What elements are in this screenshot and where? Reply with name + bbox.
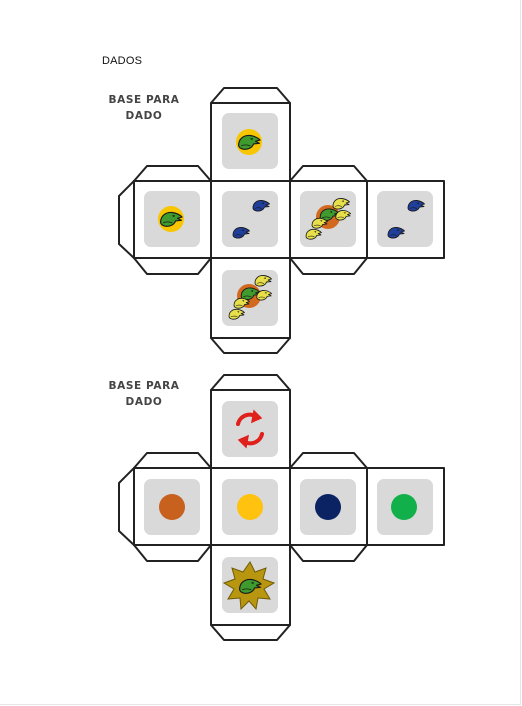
die-2-left-bottom-flap — [133, 544, 212, 562]
die-1-left-side-flap — [118, 180, 135, 259]
bird-on-yellow-disc-icon — [158, 206, 184, 232]
die-1-right-top-flap — [289, 165, 368, 182]
die-1-center-tile — [222, 191, 278, 247]
die-2-label-line-2: DADO — [125, 396, 163, 408]
bird-on-yellow-disc-icon — [236, 129, 262, 155]
die-2-top-tile — [222, 401, 278, 457]
die-2-bottom-flap — [210, 624, 291, 641]
die-1-base-label: BASE PARA DADO — [104, 92, 184, 124]
die-1-bottom-flap — [210, 337, 291, 354]
green-dot — [391, 494, 417, 520]
bird-on-star-icon — [222, 561, 276, 611]
die-2-base-label: BASE PARA DADO — [104, 378, 184, 410]
red-refresh-icon — [236, 409, 264, 449]
die-1-label-line-1: BASE PARA — [108, 94, 180, 106]
die-1-label-line-2: DADO — [125, 110, 163, 122]
orange-dot — [159, 494, 185, 520]
die-2-top-flap — [210, 374, 291, 391]
die-1-right-bottom-flap — [289, 257, 368, 275]
die-1-left-bottom-flap — [133, 257, 212, 275]
document-title: DADOS — [102, 55, 143, 67]
die-2-label-line-1: BASE PARA — [108, 380, 180, 392]
die-2-right-top-flap — [289, 452, 368, 469]
die-2-left-side-flap — [118, 467, 135, 546]
die-2-left-top-flap — [133, 452, 212, 469]
bird-flock-icon — [228, 274, 273, 320]
die-1-top-flap — [210, 87, 291, 104]
bird-flock-icon — [305, 197, 352, 240]
die-2-right-bottom-flap — [289, 544, 368, 562]
die-1-far-right-tile — [377, 191, 433, 247]
die-1-left-top-flap — [133, 165, 212, 182]
navy-dot — [315, 494, 341, 520]
yellow-dot — [237, 494, 263, 520]
